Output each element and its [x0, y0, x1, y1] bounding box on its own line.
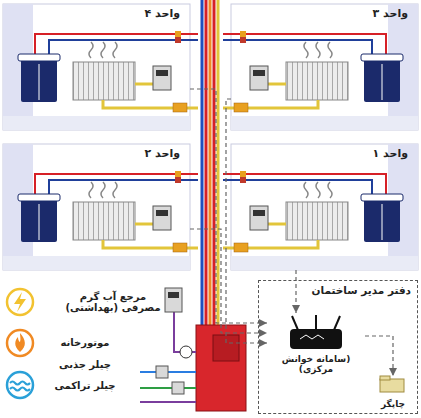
node-text: واحد ۴: [3, 4, 190, 20]
router-icon: [292, 316, 298, 330]
riser-pipes: [213, 0, 216, 326]
node-text: واحد ۱: [231, 144, 418, 160]
unit-panel: واحد ۴: [3, 4, 190, 130]
node-text: واحد ۲: [3, 144, 190, 160]
motor-room: [196, 325, 246, 411]
router-icon: [315, 315, 317, 330]
label-text: موتورخانه: [40, 337, 130, 348]
supply-pipes: [172, 382, 184, 394]
node-text: واحد ۳: [231, 4, 418, 20]
printer-icon: [380, 376, 390, 380]
printer-icon: [380, 376, 404, 392]
data-link: [295, 270, 296, 313]
building-illustration: [223, 144, 418, 270]
riser-pipes: [209, 0, 212, 326]
office-box: دفتر مدیر ساختمان (سامانه خوانش مرکزی) چاپ…: [258, 280, 418, 414]
router-icon: [334, 316, 340, 330]
building-illustration: [3, 144, 198, 270]
data-link: [365, 336, 393, 376]
data-link: [226, 99, 267, 343]
node-text: دفتر مدیر ساختمان: [259, 281, 417, 296]
printer-icon: [380, 379, 404, 392]
building-illustration: [223, 4, 418, 130]
unit-panel: واحد ۲: [3, 144, 190, 270]
label-text: چیلر تراکمی: [40, 380, 130, 391]
router-icon: [290, 329, 342, 349]
riser-pipes: [201, 0, 204, 326]
router-icon: [300, 335, 324, 339]
riser-pipes: [205, 0, 208, 326]
utility-icons: [10, 382, 30, 391]
supply-pipes: [156, 366, 168, 378]
data-link: [190, 89, 267, 323]
motor-room: [196, 325, 246, 411]
supply-pipes: [140, 387, 196, 389]
unit-panel: واحد ۱: [231, 144, 418, 270]
utility-icons: [7, 289, 33, 315]
data-link: [190, 229, 267, 333]
label-text: مرجع آب گرم مصرفی (بهداشتی): [64, 291, 162, 313]
unit-panel: واحد ۳: [231, 4, 418, 130]
supply-pipes: [140, 401, 196, 403]
utility-icons: [7, 330, 33, 356]
utility-icons: [7, 289, 33, 398]
reader-system: (سامانه خوانش مرکزی): [267, 313, 365, 375]
utility-icons: [7, 372, 33, 398]
printer-box: چاپگر: [371, 376, 415, 410]
router-icon: [290, 315, 342, 349]
riser-pipes: [217, 0, 220, 326]
supply-pipes: [165, 288, 182, 312]
motor-room: [213, 335, 239, 361]
supply-pipes: [168, 292, 179, 298]
building-illustration: [3, 4, 198, 130]
label-text: چیلر جذبی: [40, 359, 130, 370]
node-text: (سامانه خوانش مرکزی): [267, 354, 365, 375]
node-text: چاپگر: [371, 399, 415, 410]
supply-pipes: [180, 346, 192, 358]
utility-icons: [14, 292, 26, 312]
utility-icons: [15, 333, 25, 352]
